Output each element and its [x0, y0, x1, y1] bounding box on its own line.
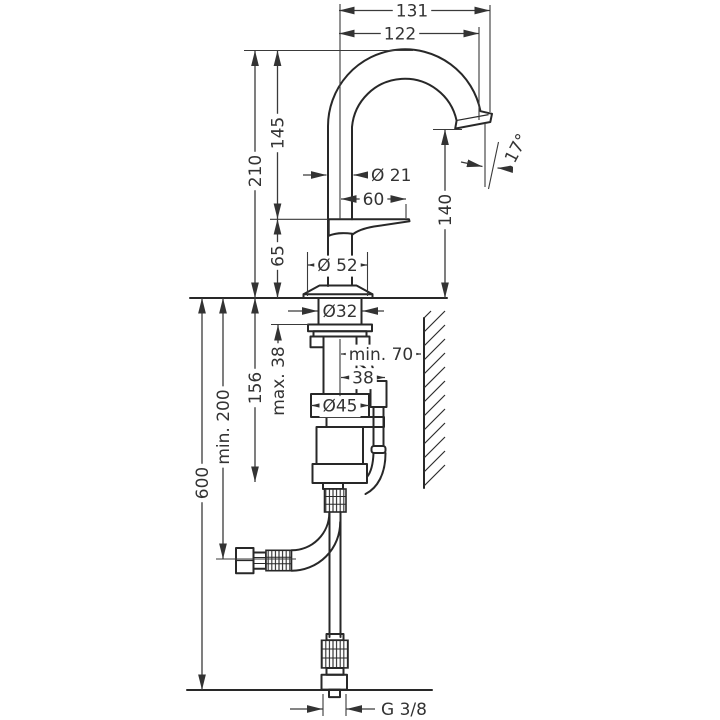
- label-deck-thickness: max. 38: [269, 346, 289, 415]
- label-body-diameter: Ø45: [322, 397, 357, 417]
- hose-stub: [322, 482, 344, 490]
- left-hose-bend: [290, 511, 342, 572]
- drain-cable-cap: [370, 445, 387, 454]
- label-spout-height: 145: [269, 117, 289, 149]
- drain-cable-lines: [372, 406, 385, 447]
- spout-outline: [326, 48, 493, 287]
- drain-cable-hook: [364, 452, 387, 495]
- left-hose-braid-ribs: [266, 556, 292, 565]
- dimension-labels: 131 122 210 145 65 Ø 21 60 140 17° Ø 52 …: [192, 1, 535, 720]
- left-hose-neck-ribs: [254, 557, 266, 564]
- left-hose-braid: [265, 549, 293, 572]
- dim-angle-arrow-left: [460, 159, 483, 168]
- hose-braid-lower-ribs: [321, 648, 348, 659]
- label-hose-length: 600: [193, 467, 213, 499]
- valve-body-mid: [315, 426, 364, 465]
- valve-side-spigot: [325, 416, 385, 428]
- label-supply-thread: G 3/8: [381, 700, 427, 720]
- hose-end-nut: [320, 673, 348, 691]
- label-cable-offset: 38: [352, 369, 374, 389]
- left-hose-neck: [252, 551, 267, 570]
- label-total-height: 210: [246, 155, 266, 187]
- hose-braid-upper-ribs: [324, 496, 346, 505]
- hose-braid-upper: [323, 488, 347, 513]
- environment: [186, 297, 448, 691]
- base-cone: [302, 284, 374, 296]
- label-shank-diameter: Ø32: [322, 302, 357, 322]
- dim-angle-arrow-right: [497, 165, 514, 173]
- ext-angle-slant: [487, 141, 500, 190]
- label-overall-width: 131: [396, 2, 428, 22]
- aerator-face-line: [457, 114, 489, 121]
- mounting-flange-lower: [312, 330, 368, 338]
- label-pipe-diameter: Ø 21: [371, 166, 411, 186]
- supply-hoses: [235, 488, 349, 699]
- handle-lever: [327, 218, 411, 237]
- faucet-above-deck: [302, 48, 493, 300]
- mounting-flange-plate: [307, 323, 373, 333]
- valve-body-lower: [311, 463, 368, 484]
- threaded-shank: [317, 297, 363, 326]
- label-handle-reach: 60: [363, 190, 385, 210]
- label-clearance-below: min. 200: [214, 389, 234, 464]
- mounting-foot-left: [309, 335, 325, 349]
- wall-hatching: [423, 310, 446, 487]
- label-base-height: 65: [269, 245, 289, 267]
- label-wall-clearance: min. 70: [349, 345, 414, 365]
- hose-vertical: [328, 511, 342, 638]
- label-body-length: 156: [246, 372, 266, 404]
- label-spout-reach: 122: [384, 25, 416, 45]
- label-outlet-height: 140: [436, 194, 456, 226]
- label-base-diameter: Ø 52: [317, 256, 357, 276]
- hose-braid-lower: [320, 639, 349, 669]
- hose-collar-bottom: [325, 667, 345, 676]
